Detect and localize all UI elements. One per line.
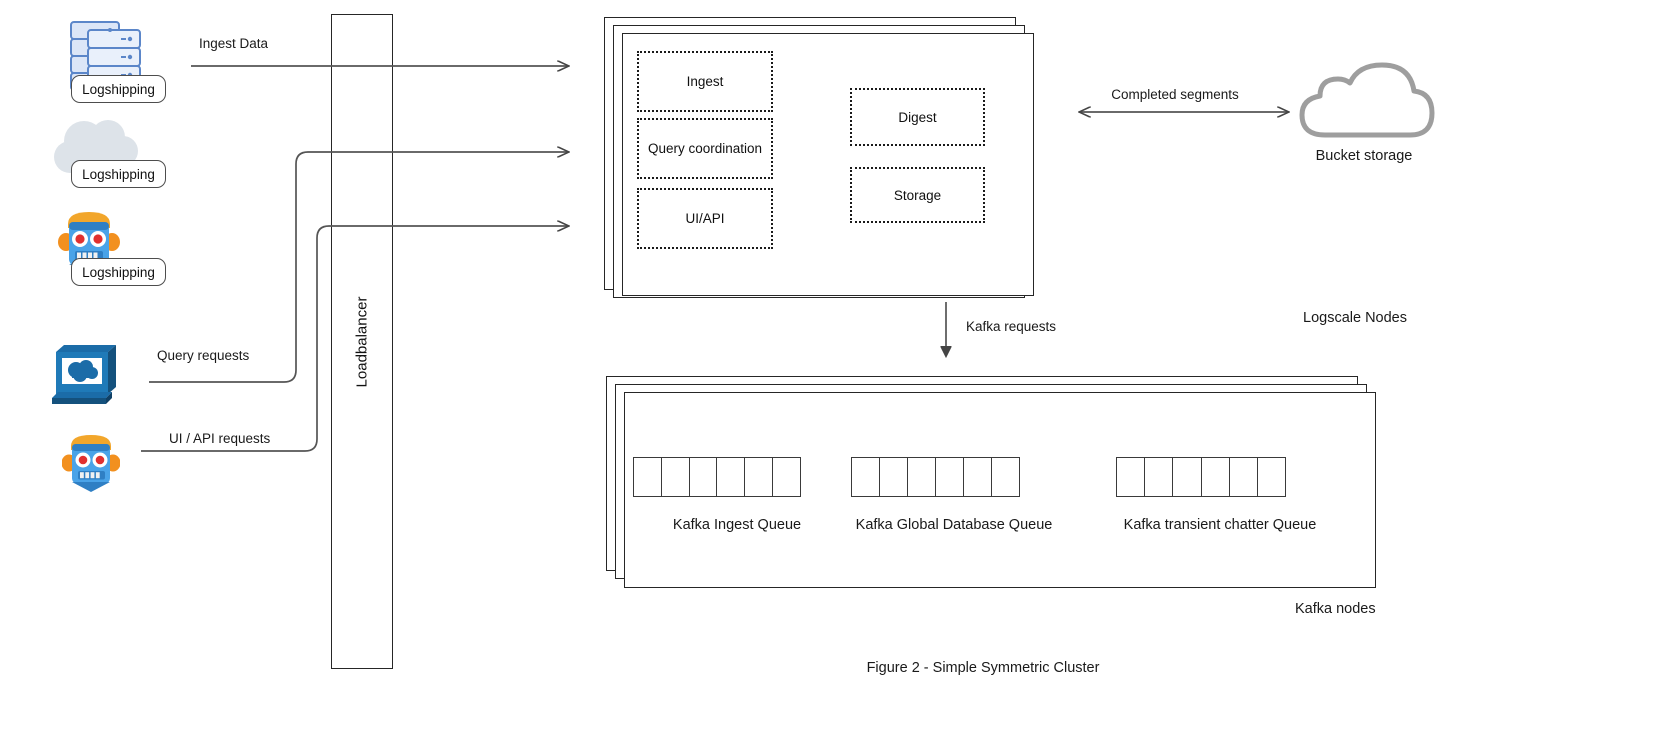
figure-caption: Figure 2 - Simple Symmetric Cluster <box>866 660 1100 676</box>
logscale-component-storage[interactable]: Storage <box>850 167 985 223</box>
kafka-queue-cell <box>964 458 992 496</box>
kafka-queue-cell <box>1230 458 1258 496</box>
kafka-queue-cell <box>662 458 690 496</box>
kafka-queue-cell <box>992 458 1019 496</box>
loadbalancer-label: Loadbalancer <box>353 296 371 387</box>
kafka-nodes-group-label: Kafka nodes <box>1295 601 1376 617</box>
kafka-queue-cell <box>717 458 746 496</box>
logscale-component-query-coordination[interactable]: Query coordination <box>637 118 773 179</box>
kafka-queue-cell <box>1145 458 1174 496</box>
robot-icon <box>61 432 121 494</box>
kafka-queue-label-1: Kafka Global Database Queue <box>855 517 1053 533</box>
kafka-queue-cell <box>880 458 908 496</box>
source-label-1: Logshipping <box>71 75 166 103</box>
kafka-queue-cell <box>1173 458 1202 496</box>
kafka-queue-cell <box>908 458 936 496</box>
kafka-queue-cell <box>852 458 880 496</box>
source-label-3: Logshipping <box>71 258 166 286</box>
flow-label-ui-api-requests: UI / API requests <box>169 431 271 446</box>
kafka-queue-cell <box>1202 458 1230 496</box>
kafka-queue-transient-chatter[interactable] <box>1116 457 1286 497</box>
kafka-queue-cell <box>745 458 774 496</box>
bucket-storage-label: Bucket storage <box>1315 148 1413 164</box>
kafka-queue-ingest[interactable] <box>633 457 801 497</box>
loadbalancer-box[interactable]: Loadbalancer <box>331 14 393 669</box>
logscale-component-ingest[interactable]: Ingest <box>637 51 773 112</box>
kafka-queue-cell <box>634 458 662 496</box>
robot-icon <box>58 208 120 276</box>
workstation-icon <box>50 340 122 412</box>
logscale-component-ui-api[interactable]: UI/API <box>637 188 773 249</box>
kafka-queue-cell <box>773 458 800 496</box>
kafka-queue-label-0: Kafka Ingest Queue <box>672 517 802 533</box>
kafka-queue-cell <box>936 458 964 496</box>
kafka-queue-cell <box>690 458 718 496</box>
flow-label-completed-segments: Completed segments <box>1111 87 1239 102</box>
flow-label-query-requests: Query requests <box>157 348 250 363</box>
kafka-queue-label-2: Kafka transient chatter Queue <box>1123 517 1317 533</box>
source-label-2: Logshipping <box>71 160 166 188</box>
logscale-component-digest[interactable]: Digest <box>850 88 985 146</box>
kafka-queue-global-database[interactable] <box>851 457 1020 497</box>
logscale-nodes-group-label: Logscale Nodes <box>1303 310 1407 326</box>
flow-label-ingest-data: Ingest Data <box>199 36 269 51</box>
flow-label-kafka-requests: Kafka requests <box>966 319 1057 334</box>
kafka-queue-cell <box>1258 458 1285 496</box>
kafka-queue-cell <box>1117 458 1146 496</box>
cloud-outline-icon <box>1292 57 1442 149</box>
